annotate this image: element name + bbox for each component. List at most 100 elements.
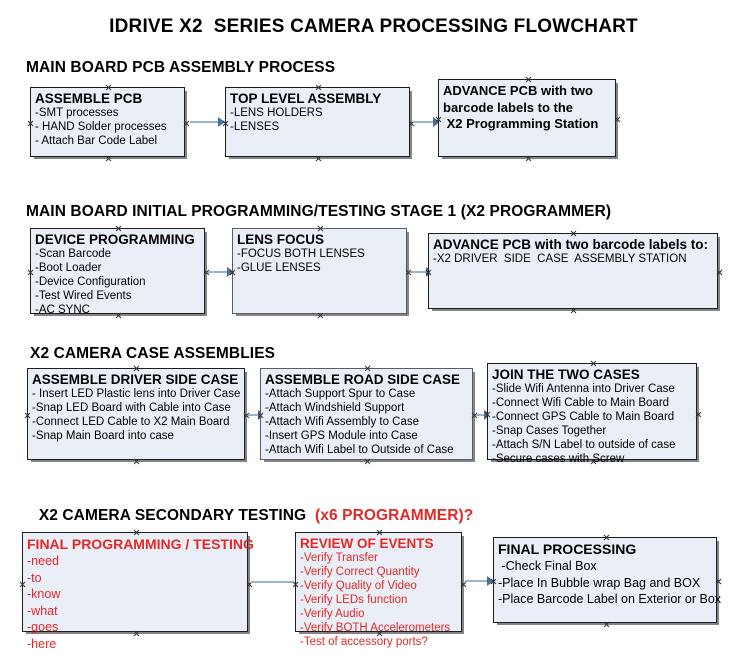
connector-handle-top <box>603 534 610 541</box>
box-line: -Place Barcode Label on Exterior or Box <box>498 592 722 606</box>
box-line: -LENSES <box>230 121 280 133</box>
connector-handle-top <box>115 225 122 232</box>
connector-handle-top <box>133 529 140 536</box>
box-line: -Attach S/N Label to outside of case <box>492 439 676 451</box>
box-line: -Device Configuration <box>35 276 146 288</box>
box-title: ASSEMBLE DRIVER SIDE CASE <box>32 372 239 387</box>
connector-handle-right <box>716 269 723 276</box>
section-heading-accent: (x6 PROGRAMMER)? <box>315 507 474 524</box>
flow-box-review-of-events[interactable]: REVIEW OF EVENTS -Verify Transfer -Verif… <box>295 529 462 648</box>
box-line: -X2 DRIVER SIDE CASE ASSEMBLY STATION <box>433 253 687 265</box>
connector-handle-bottom <box>525 155 532 162</box>
box-line: -Verify BOTH Accelerometers <box>300 622 451 634</box>
box-line: -Attach Wifi Label to Outside of Case <box>265 444 454 456</box>
box-line: -here <box>27 636 57 651</box>
box-line: -Test Wired Events <box>35 290 132 302</box>
connector-handle-top <box>590 360 597 367</box>
box-line: -Attach Support Spur to Case <box>265 388 416 400</box>
section-heading-main-board-initial-programming: MAIN BOARD INITIAL PROGRAMMING/TESTING S… <box>26 203 612 220</box>
box-title: REVIEW OF EVENTS <box>300 536 434 551</box>
box-title: ADVANCE PCB with two barcode labels to: <box>433 237 709 252</box>
box-line: -GLUE LENSES <box>237 262 321 274</box>
page-title: IDRIVE X2 SERIES CAMERA PROCESSING FLOWC… <box>109 16 638 37</box>
box-line: - HAND Solder processes <box>35 121 167 133</box>
box-title: FINAL PROGRAMMING / TESTING <box>27 536 254 552</box>
connector-handle-top <box>133 365 140 372</box>
connector-arrow <box>413 121 436 123</box>
connector-arrow <box>208 271 230 273</box>
box-line: - Attach Bar Code Label <box>35 135 158 147</box>
connector-handle-right <box>695 411 702 418</box>
flow-box-advance-pcb-driver-side-case[interactable]: ADVANCE PCB with two barcode labels to: … <box>428 233 718 309</box>
connector-arrow <box>248 414 262 416</box>
connector-handle-top <box>317 225 324 232</box>
flow-box-assemble-driver-side-case[interactable]: ASSEMBLE DRIVER SIDE CASE - Insert LED P… <box>27 368 245 460</box>
box-line: -Snap Main Board into case <box>32 430 174 442</box>
box-title: ASSEMBLE PCB <box>35 91 143 106</box>
box-line: -need <box>27 554 59 568</box>
box-line: -goes <box>27 620 59 634</box>
flow-box-device-programming[interactable]: DEVICE PROGRAMMING -Scan Barcode -Boot L… <box>30 225 205 316</box>
connector-handle-top <box>570 230 577 237</box>
connector-handle-bottom <box>570 307 577 314</box>
box-line: -Connect LED Cable to X2 Main Board <box>32 416 230 428</box>
connector-handle-right <box>715 578 722 585</box>
connector-handle-left <box>24 412 31 419</box>
connector-handle-bottom <box>364 458 371 465</box>
box-line: -Insert GPS Module into Case <box>265 430 418 442</box>
box-line: -Verify Transfer <box>300 552 378 564</box>
connector-arrow <box>190 121 220 123</box>
flow-box-join-the-two-cases[interactable]: JOIN THE TWO CASES -Slide Wifi Antenna i… <box>487 360 697 465</box>
section-heading-main-board-pcb-assembly: MAIN BOARD PCB ASSEMBLY PROCESS <box>26 59 336 76</box>
connector-handle-right <box>614 116 621 123</box>
flow-box-final-programming-testing[interactable]: FINAL PROGRAMMING / TESTING -need -to -k… <box>19 529 254 651</box>
connector-handle-top <box>364 365 371 372</box>
box-line: -Check Final Box <box>498 559 597 573</box>
flow-box-top-level-assembly[interactable]: TOP LEVEL ASSEMBLY -LENS HOLDERS -LENSES <box>225 87 410 157</box>
connector-handle-top <box>376 529 383 536</box>
connector-arrow-head <box>218 117 225 127</box>
connector-handle-left <box>19 581 26 588</box>
box-line: barcode labels to the <box>443 99 574 115</box>
connector-arrow-head <box>433 117 440 127</box>
section-heading-x2-camera-secondary-testing: X2 CAMERA SECONDARY TESTING (x6 PROGRAMM… <box>30 489 473 525</box>
box-line: -Boot Loader <box>35 262 102 274</box>
box-line: -Snap LED Board with Cable into Case <box>32 402 231 414</box>
flow-box-final-processing[interactable]: FINAL PROCESSING -Check Final Box -Place… <box>493 534 722 623</box>
box-line: ADVANCE PCB with two <box>443 83 593 98</box>
box-line: -Verify Correct Quantity <box>300 566 420 578</box>
box-line: -to <box>27 570 42 585</box>
box-line: -Place In Bubble wrap Bag and BOX <box>498 575 701 590</box>
box-title: FINAL PROCESSING <box>498 541 637 557</box>
box-line: -FOCUS BOTH LENSES <box>237 248 365 260</box>
flow-box-assemble-road-side-case[interactable]: ASSEMBLE ROAD SIDE CASE -Attach Support … <box>260 368 473 460</box>
box-title: JOIN THE TWO CASES <box>492 367 640 382</box>
box-line: -SMT processes <box>35 107 119 119</box>
connector-arrow <box>476 414 488 416</box>
box-line: X2 Programming Station <box>443 116 599 131</box>
box-line: -Scan Barcode <box>35 248 112 260</box>
connector-handle-right <box>183 120 190 127</box>
box-line: -Snap Cases Together <box>492 425 607 437</box>
box-line: -Connect GPS Cable to Main Board <box>492 411 675 423</box>
connector-arrow <box>465 580 489 582</box>
box-line: -LENS HOLDERS <box>230 107 323 119</box>
connector-handle-right <box>460 581 467 588</box>
connector-handle-top <box>315 84 322 91</box>
box-line: -Attach Windshield Support <box>265 402 405 414</box>
connector-arrow-head <box>487 576 494 586</box>
flow-box-advance-pcb-programming-station[interactable]: ADVANCE PCB with two barcode labels to t… <box>438 79 616 157</box>
box-line: -Slide Wifi Antenna into Driver Case <box>492 383 675 395</box>
box-line-overflow: -Test of accessory ports? <box>300 636 428 648</box>
box-title: DEVICE PROGRAMMING <box>35 232 195 247</box>
connector-handle-bottom <box>603 621 610 628</box>
section-heading-x2-camera-case-assemblies: X2 CAMERA CASE ASSEMBLIES <box>30 345 276 362</box>
connector-arrow-head <box>227 267 234 277</box>
flow-box-lens-focus[interactable]: LENS FOCUS -FOCUS BOTH LENSES -GLUE LENS… <box>232 228 407 314</box>
flow-box-assemble-pcb[interactable]: ASSEMBLE PCB -SMT processes - HAND Solde… <box>30 87 185 157</box>
box-line: -Attach Wifi Assembly to Case <box>265 416 420 428</box>
connector-handle-bottom <box>133 458 140 465</box>
section-heading-text: X2 CAMERA SECONDARY TESTING <box>38 507 316 524</box>
box-line: -what <box>27 603 58 618</box>
box-title: LENS FOCUS <box>237 232 325 247</box>
